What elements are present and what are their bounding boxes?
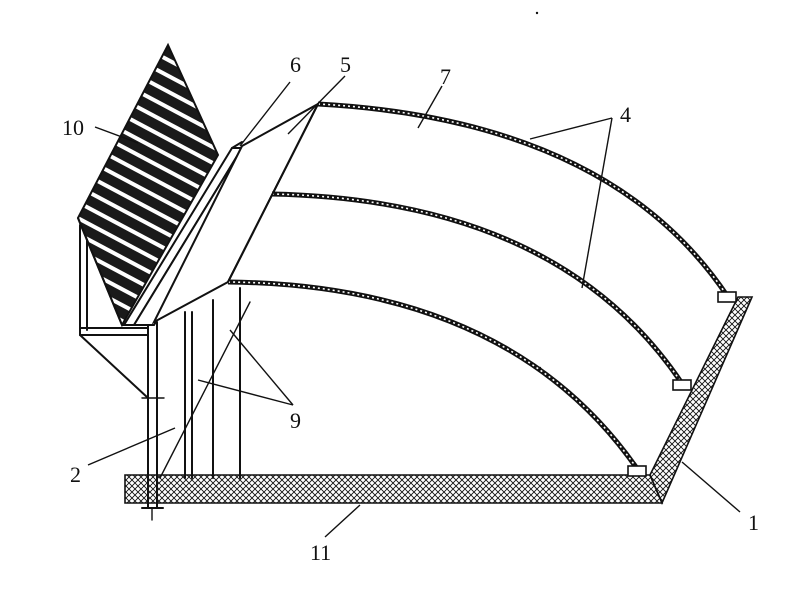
panel-support-frame xyxy=(79,224,165,399)
front-base-wall xyxy=(124,474,664,504)
label-10: 10 xyxy=(62,115,84,140)
rib-feet xyxy=(627,291,737,477)
side-base-wall xyxy=(649,296,754,506)
label-11: 11 xyxy=(310,540,331,565)
label-9: 9 xyxy=(290,408,301,433)
vertical-post xyxy=(141,321,164,521)
label-5: 5 xyxy=(340,52,351,77)
label-2: 2 xyxy=(70,462,81,487)
label-6: 6 xyxy=(290,52,301,77)
speck xyxy=(538,366,542,370)
rear-members xyxy=(159,287,251,479)
arched-ribs xyxy=(227,101,731,472)
label-1: 1 xyxy=(748,510,759,535)
label-4: 4 xyxy=(620,102,631,127)
label-7: 7 xyxy=(440,64,451,89)
speck xyxy=(535,11,539,15)
leader-lines xyxy=(87,75,741,538)
solar-panel-edge xyxy=(77,217,123,326)
